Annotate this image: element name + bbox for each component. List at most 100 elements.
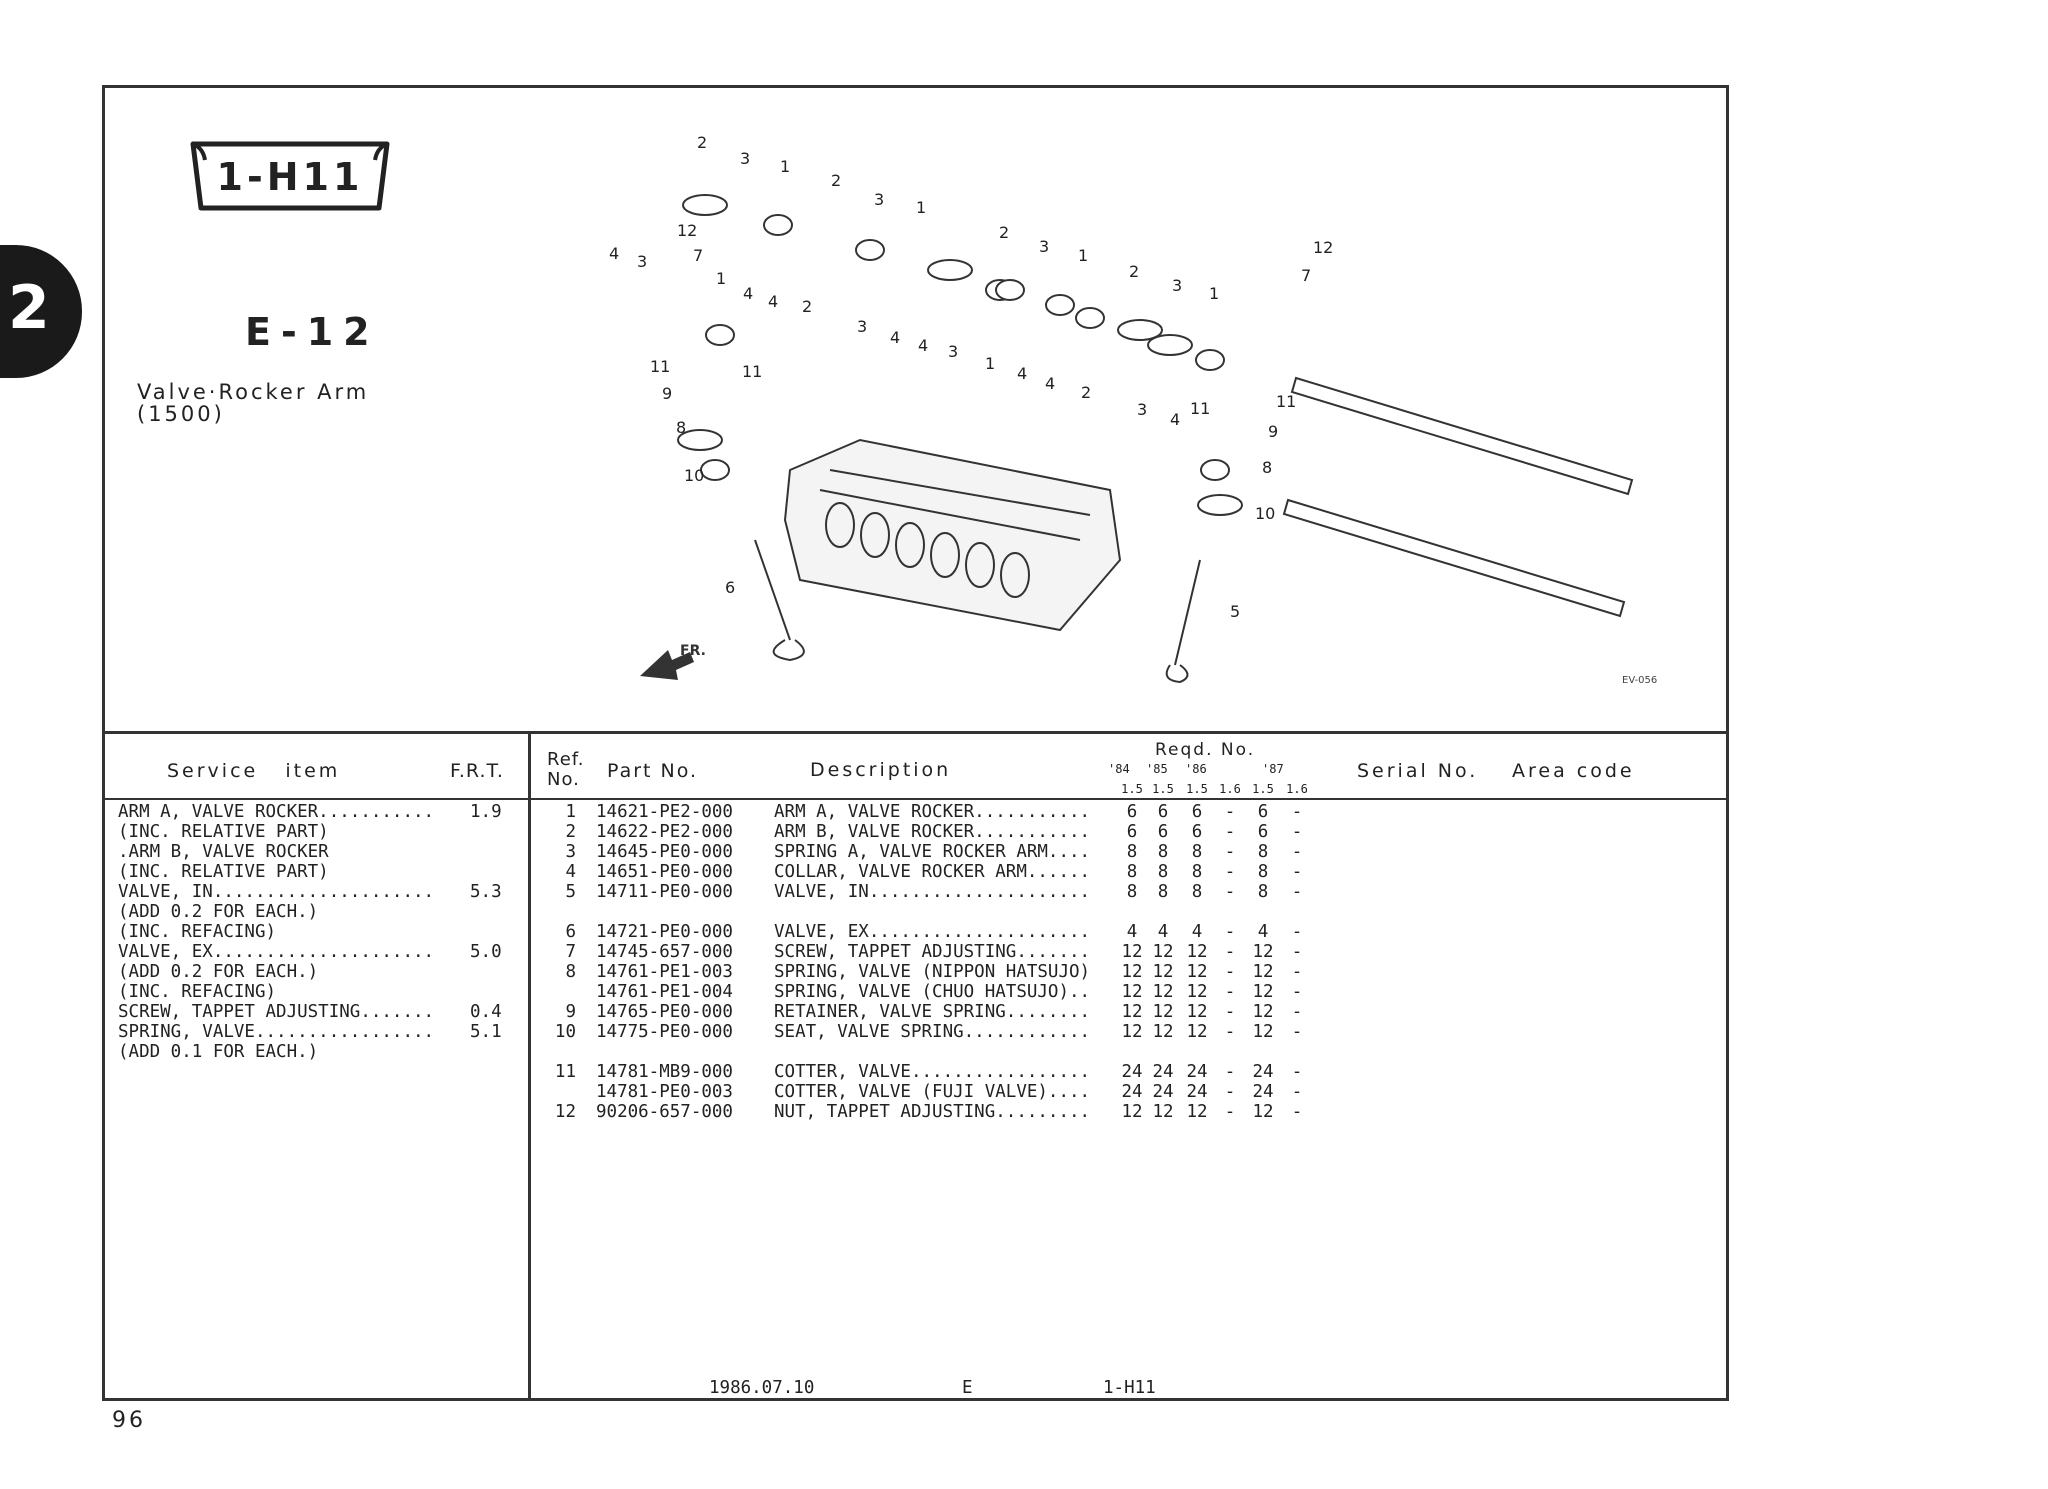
part-number: 14621-PE2-000: [596, 802, 733, 822]
part-shape: [677, 429, 723, 451]
required-qty: 12: [1186, 1102, 1208, 1122]
part-shape: [1117, 319, 1163, 341]
part-shape: [1197, 494, 1243, 516]
required-qty: 12: [1252, 1022, 1274, 1042]
service-item-text: (ADD 0.2 FOR EACH.): [118, 962, 319, 982]
callout-number: 2: [831, 171, 841, 190]
required-qty: 8: [1191, 842, 1203, 862]
required-qty: 6: [1126, 822, 1138, 842]
required-qty: 8: [1157, 862, 1169, 882]
area-code-header: Area code: [1512, 760, 1635, 782]
required-qty: -: [1291, 842, 1303, 862]
required-qty: 24: [1186, 1062, 1208, 1082]
required-qty: 12: [1152, 1102, 1174, 1122]
required-qty: -: [1291, 962, 1303, 982]
required-qty: 12: [1152, 942, 1174, 962]
required-qty: 24: [1121, 1062, 1143, 1082]
required-qty: 24: [1252, 1062, 1274, 1082]
required-qty: 6: [1257, 802, 1269, 822]
model-year: '84: [1108, 762, 1130, 776]
required-qty: 4: [1191, 922, 1203, 942]
service-item-text: SPRING, VALVE.................: [118, 1022, 435, 1042]
rocker-arm-parts: [677, 194, 1243, 516]
ref-number: 9: [565, 1002, 576, 1022]
part-shape: [927, 259, 973, 281]
required-qty: 4: [1157, 922, 1169, 942]
required-qty: 12: [1186, 962, 1208, 982]
part-no-header: Part No.: [607, 760, 699, 782]
required-qty: -: [1224, 1022, 1236, 1042]
required-qty: 12: [1121, 982, 1143, 1002]
required-qty: 12: [1252, 962, 1274, 982]
callout-number: 1: [716, 269, 726, 288]
required-qty: -: [1291, 1022, 1303, 1042]
required-qty: 8: [1257, 862, 1269, 882]
model-year: '86: [1185, 762, 1207, 776]
required-qty: -: [1291, 882, 1303, 902]
service-item-text: (ADD 0.2 FOR EACH.): [118, 902, 319, 922]
ref-number: 5: [565, 882, 576, 902]
part-number: 14721-PE0-000: [596, 922, 733, 942]
callout-number: 4: [609, 244, 619, 263]
required-qty: -: [1224, 882, 1236, 902]
callout-number: 4: [890, 328, 900, 347]
required-qty: 12: [1121, 1102, 1143, 1122]
column-divider: [528, 731, 531, 1401]
part-number: 14775-PE0-000: [596, 1022, 733, 1042]
required-qty: -: [1224, 962, 1236, 982]
callout-number: 1: [1078, 246, 1088, 265]
callout-number: 2: [697, 133, 707, 152]
required-qty: -: [1224, 1062, 1236, 1082]
callout-number: 10: [1255, 504, 1275, 523]
required-qty: -: [1291, 1002, 1303, 1022]
group-code-badge: 1-H11: [190, 141, 390, 211]
required-qty: 6: [1191, 822, 1203, 842]
required-qty: -: [1224, 842, 1236, 862]
required-qty: -: [1291, 822, 1303, 842]
callout-number: 8: [676, 418, 686, 437]
service-item-text: .ARM B, VALVE ROCKER: [118, 842, 329, 862]
table-header-divider: [102, 798, 1729, 800]
part-number: 14651-PE0-000: [596, 862, 733, 882]
service-item-frt: 0.4: [470, 1002, 502, 1022]
engine-size: 1.5: [1186, 782, 1208, 796]
required-qty: -: [1291, 942, 1303, 962]
required-qty: 6: [1126, 802, 1138, 822]
service-item-text: (ADD 0.1 FOR EACH.): [118, 1042, 319, 1062]
part-shape: [705, 324, 735, 346]
required-qty: 12: [1252, 1102, 1274, 1122]
required-qty: -: [1291, 1082, 1303, 1102]
service-item-text: ARM A, VALVE ROCKER...........: [118, 802, 435, 822]
engine-size: 1.5: [1252, 782, 1274, 796]
required-qty: -: [1291, 1062, 1303, 1082]
part-number: 14645-PE0-000: [596, 842, 733, 862]
service-item-frt: 5.3: [470, 882, 502, 902]
required-qty: -: [1224, 1002, 1236, 1022]
required-qty: -: [1224, 942, 1236, 962]
part-shape: [1200, 459, 1230, 481]
required-qty: 6: [1191, 802, 1203, 822]
part-shape: [763, 214, 793, 236]
section-tab-number: 2: [8, 273, 50, 343]
required-qty: -: [1224, 822, 1236, 842]
engine-size: 1.5: [1152, 782, 1174, 796]
callout-number: 9: [1268, 422, 1278, 441]
callout-number: 3: [637, 252, 647, 271]
required-qty: 12: [1252, 982, 1274, 1002]
callout-number: 3: [740, 149, 750, 168]
part-description: VALVE, IN.....................: [774, 882, 1091, 902]
rocker-shafts: [1282, 376, 1634, 618]
service-item-text: VALVE, EX.....................: [118, 942, 435, 962]
ref-number: 12: [554, 1102, 576, 1122]
part-shape: [700, 459, 730, 481]
callout-number: 6: [725, 578, 735, 597]
part-description: SCREW, TAPPET ADJUSTING.......: [774, 942, 1091, 962]
part-shape: [855, 239, 885, 261]
frt-header: F.R.T.: [450, 760, 504, 782]
part-number: 14761-PE1-004: [596, 982, 733, 1002]
